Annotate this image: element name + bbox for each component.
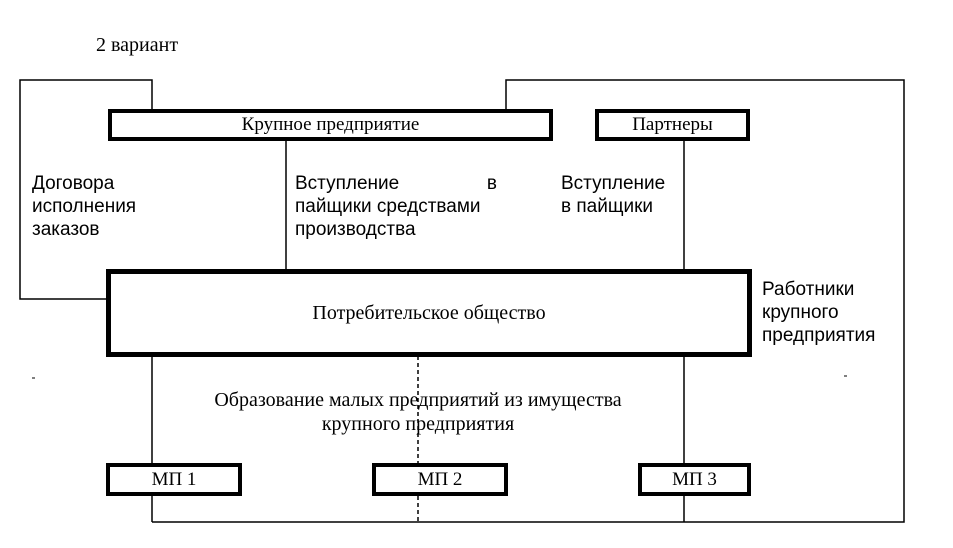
partners-box: Партнеры [595,109,750,141]
formation-label: Образование малых предприятий из имущест… [214,389,622,435]
contracts-connector [19,79,153,300]
consumer-society-box: Потребительское общество [106,269,752,357]
mp2-box: МП 2 [372,463,508,496]
contracts-label: Договора исполнения заказов [32,173,137,240]
variant-label: 2 вариант [96,34,179,56]
workers-label: Работники крупного предприятия [762,279,876,346]
mp3-box: МП 3 [638,463,751,496]
join-shareholders-label: Вступление в пайщики [561,173,666,217]
mp1-box: МП 1 [106,463,242,496]
large-enterprise-box: Крупное предприятие [108,109,553,141]
workers-connector [152,79,905,523]
